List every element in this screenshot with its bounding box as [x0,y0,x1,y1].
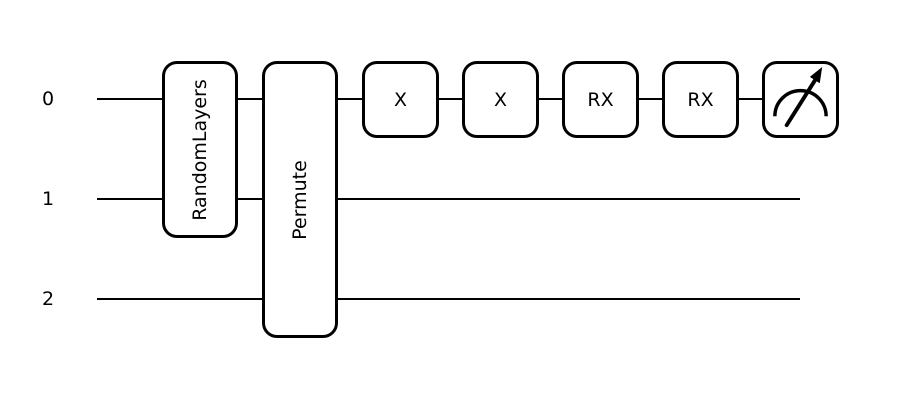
gate-randomlayers-label: RandomLayers [189,78,212,221]
gate-randomlayers: RandomLayers [162,61,238,238]
gate-permute: Permute [262,61,338,338]
wire-label-1: 1 [41,188,55,210]
measurement-gauge-icon [773,66,828,128]
wire-label-0: 0 [41,88,55,110]
gate-rx-1-label: RX [587,88,614,111]
gate-rx-2: RX [662,61,739,138]
gate-rx-2-label: RX [687,88,714,111]
gate-rx-1: RX [562,61,639,138]
gate-permute-label: Permute [289,159,312,240]
gate-x-1: X [362,61,439,138]
gate-x-2: X [462,61,539,138]
gate-x-1-label: X [393,88,408,111]
wire-label-2: 2 [41,288,55,310]
measurement-box [762,61,839,138]
gate-x-2-label: X [493,88,508,111]
